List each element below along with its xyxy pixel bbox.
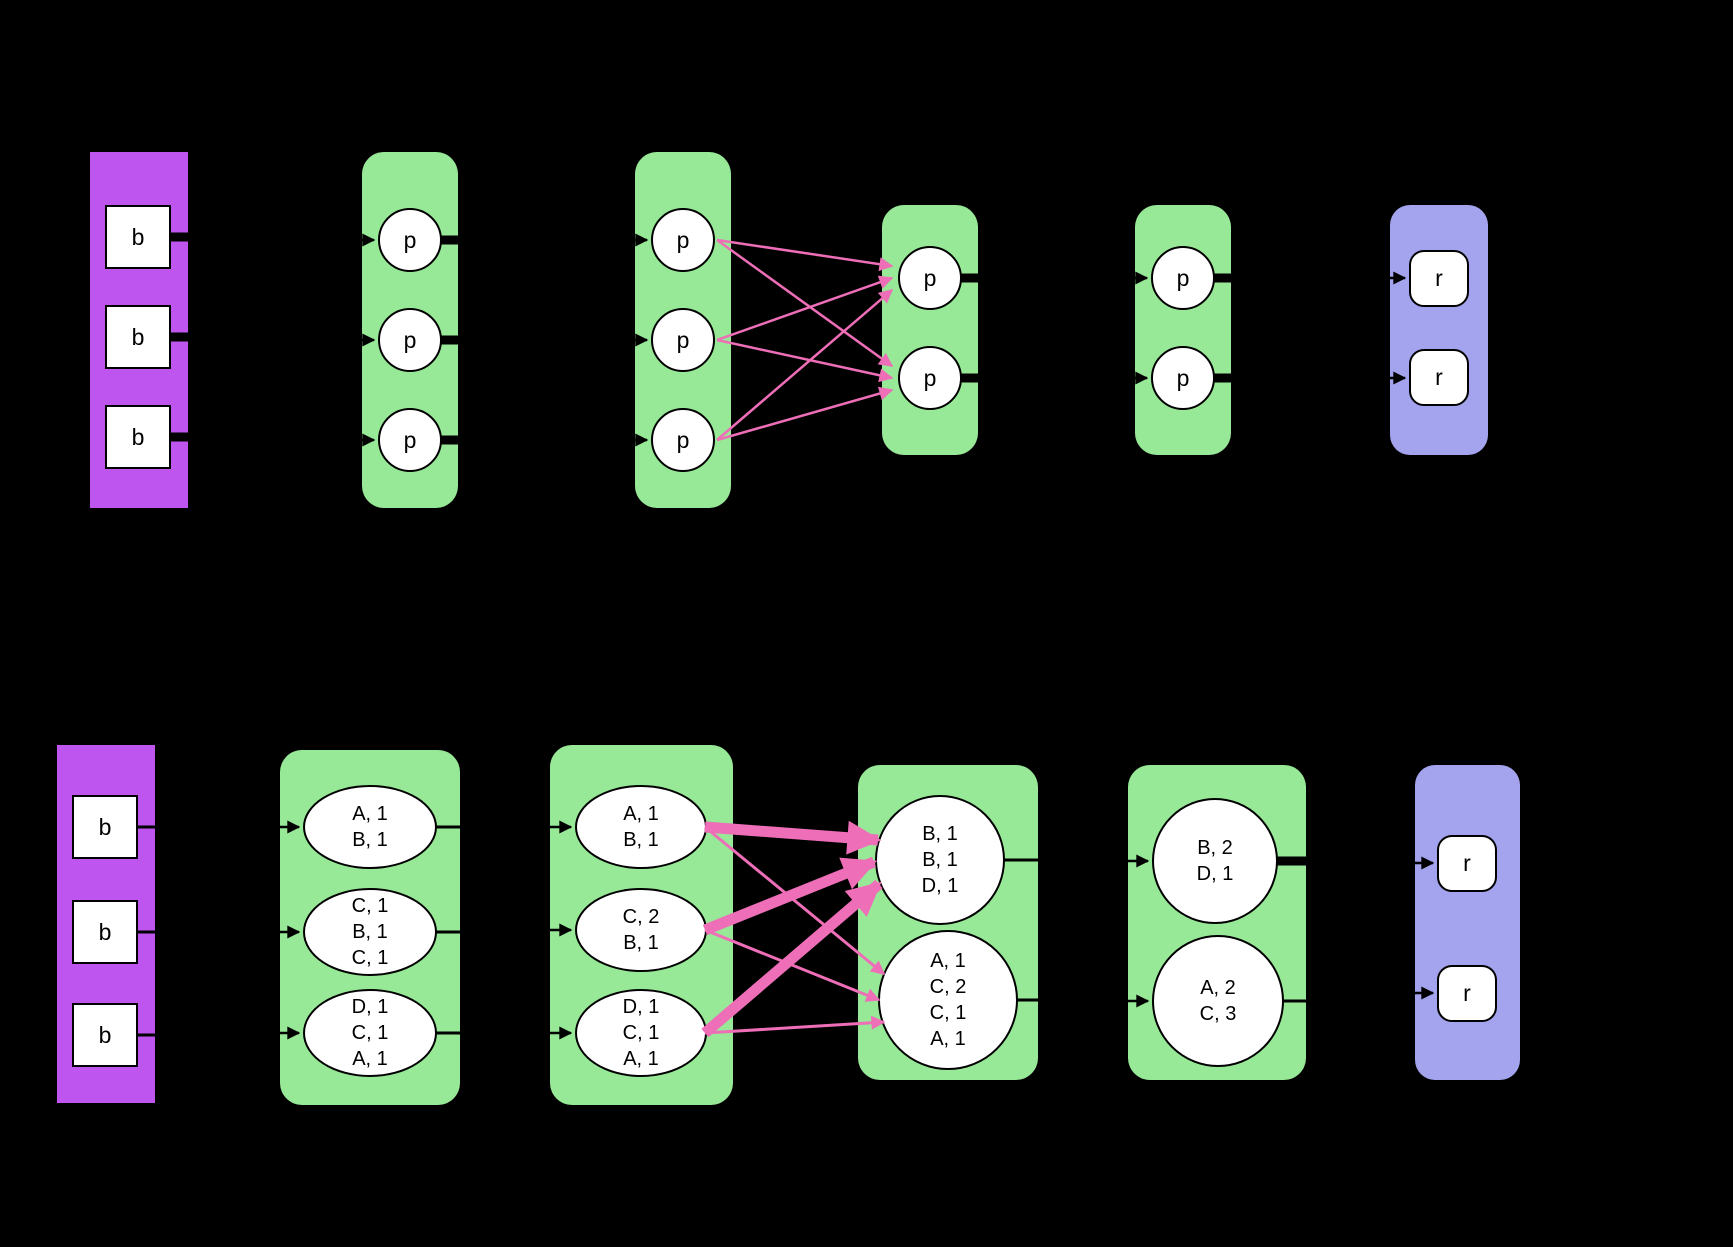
shuffle-arrow (716, 338, 894, 383)
map-read-record: A, 1 B, 1 (303, 785, 437, 869)
output-record: r (1437, 965, 1497, 1022)
shuffle-arrow (716, 238, 894, 368)
bottom-output-stage (1415, 765, 1520, 1080)
input-block: b (72, 795, 138, 859)
input-arrows-top (344, 233, 1407, 447)
reduce-input-group: A, 1 C, 2 C, 1 A, 1 (878, 930, 1018, 1070)
output-record: r (1437, 835, 1497, 892)
shuffle-arrow (716, 275, 894, 342)
reduce-worker: p (898, 346, 962, 410)
input-block: b (105, 305, 171, 369)
map-worker: p (651, 208, 715, 272)
map-read-record: C, 1 B, 1 C, 1 (303, 888, 437, 976)
input-block: b (72, 1003, 138, 1067)
shuffle-arrow (716, 386, 894, 442)
map-output-record: D, 1 C, 1 A, 1 (575, 989, 707, 1077)
map-output-record: A, 1 B, 1 (575, 785, 707, 869)
map-worker: p (651, 308, 715, 372)
reduce-output-group: A, 2 C, 3 (1152, 935, 1284, 1067)
output-block: r (1409, 349, 1469, 406)
top-reduce-write-stage (1135, 205, 1231, 455)
reduce-write-worker: p (1151, 246, 1215, 310)
map-output-record: C, 2 B, 1 (575, 888, 707, 972)
map-worker: p (651, 408, 715, 472)
input-block: b (105, 405, 171, 469)
shuffle-arrow (716, 238, 894, 272)
output-block: r (1409, 250, 1469, 307)
map-read-worker: p (378, 208, 442, 272)
reduce-worker: p (898, 246, 962, 310)
reduce-output-group: B, 2 D, 1 (1152, 798, 1278, 924)
shuffle-arrow (716, 289, 894, 441)
input-block: b (105, 205, 171, 269)
reduce-write-worker: p (1151, 346, 1215, 410)
shuffle-arrows-top (716, 238, 894, 442)
input-block: b (72, 900, 138, 964)
map-read-worker: p (378, 408, 442, 472)
map-read-worker: p (378, 308, 442, 372)
top-output-stage (1390, 205, 1488, 455)
map-read-record: D, 1 C, 1 A, 1 (303, 989, 437, 1077)
reduce-input-group: B, 1 B, 1 D, 1 (875, 795, 1005, 925)
top-reduce-stage (882, 205, 978, 455)
